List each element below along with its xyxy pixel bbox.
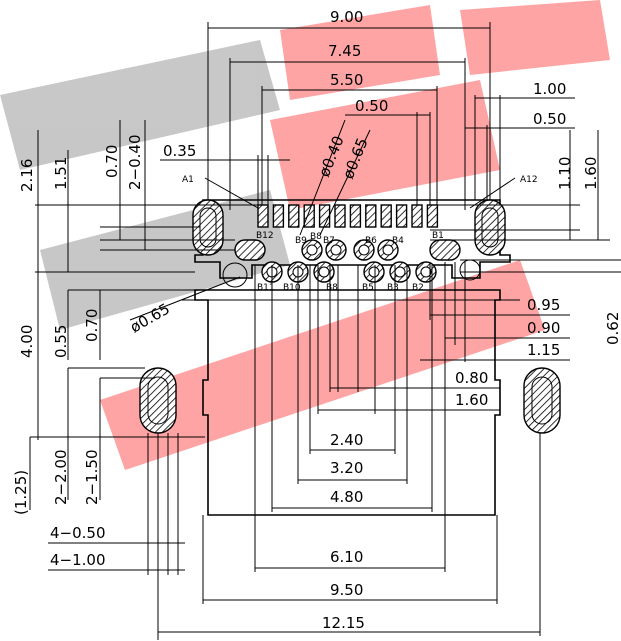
signal-pad: [318, 204, 331, 228]
dim-w115: 1.15: [527, 341, 560, 359]
signal-pad: [303, 204, 315, 228]
dimension-lines: [29, 22, 621, 640]
dim-pitch: 0.50: [355, 97, 388, 115]
signal-pad: [426, 204, 439, 228]
signal-pad-row: [257, 204, 439, 228]
signal-pad: [257, 204, 269, 228]
pin-hole-drill: [318, 266, 330, 278]
signal-pad: [365, 204, 377, 228]
pin-hole-drill: [330, 244, 342, 256]
dim-h070: 0.70: [83, 309, 101, 342]
dim-b610: 6.10: [330, 548, 363, 566]
pin-label-b7: B7: [323, 236, 335, 246]
dim-overall-width: 9.00: [330, 8, 363, 26]
pin-label-a1: A1: [182, 175, 194, 185]
pin-label-b3: B3: [387, 283, 399, 293]
dim-right-1: 1.00: [533, 80, 566, 98]
pin-labels: A1 A12 B12 B9 B8 B7 B6 B4 B1 B11 B10 B8 …: [182, 175, 538, 293]
dim-inner-span: 5.50: [330, 71, 363, 89]
pin-hole-drill: [358, 244, 370, 256]
pin-holes: [261, 239, 437, 283]
dim-b240: 2.40: [330, 431, 363, 449]
dim-w090: 0.90: [527, 319, 560, 337]
dim-b480: 4.80: [330, 488, 363, 506]
dim-w095: 0.95: [527, 296, 560, 314]
pin-hole-drill: [306, 244, 318, 256]
signal-pad: [288, 204, 300, 228]
pin-label-a12: A12: [520, 175, 538, 185]
dim-h125: (1.25): [12, 470, 30, 515]
pin-hole-drill: [394, 266, 406, 278]
watermark-logo: [0, 0, 610, 470]
dim-h400: 4.00: [18, 325, 36, 358]
dim-h055: 0.55: [52, 325, 70, 358]
signal-pad: [349, 204, 362, 228]
pin-label-b11: B11: [257, 283, 275, 293]
dim-pitch-span: 7.45: [328, 42, 361, 60]
pin-label-b4: B4: [392, 236, 404, 246]
signal-pad: [334, 204, 346, 228]
dim-pin-width: 0.35: [163, 142, 196, 160]
pin-label-b1: B1: [432, 231, 444, 241]
pin-label-b10: B10: [283, 283, 301, 293]
dim-b950: 9.50: [330, 581, 363, 599]
dim-h070-top: 0.70: [103, 145, 121, 178]
dim-h2-200: 2−2.00: [52, 449, 70, 505]
pin-label-b8-top: B8: [310, 232, 322, 242]
dim-v062: 0.62: [604, 312, 621, 345]
pin-label-b5: B5: [362, 283, 374, 293]
dim-v160: 1.60: [582, 157, 600, 190]
npth-hole-left: [222, 262, 248, 288]
signal-pad: [395, 204, 408, 228]
dim-b320: 3.20: [330, 459, 363, 477]
pin-hole-drill: [382, 244, 394, 256]
dim-b1215: 12.15: [322, 614, 365, 632]
dim-v110: 1.10: [556, 157, 574, 190]
pin-label-b9: B9: [295, 236, 307, 246]
slot-bottom-right: [523, 367, 561, 434]
dim-h151: 1.51: [52, 157, 70, 190]
pin-hole-drill: [420, 266, 432, 278]
dim-h216: 2.16: [18, 159, 36, 192]
pin-hole-drill: [368, 266, 380, 278]
signal-pad: [380, 204, 392, 228]
dim-w4-100: 4−1.00: [50, 551, 106, 569]
dim-right-2: 0.50: [533, 110, 566, 128]
signal-pad: [411, 204, 423, 228]
dim-h2-150: 2−1.50: [83, 449, 101, 505]
pin-label-b6: B6: [365, 236, 377, 246]
dim-w160: 1.60: [455, 391, 488, 409]
pin-label-b12: B12: [256, 231, 274, 241]
connector-outline: [182, 199, 520, 516]
pin-label-b2: B2: [412, 283, 424, 293]
dim-h2-040: 2−0.40: [126, 134, 144, 190]
pin-label-b8: B8: [326, 283, 338, 293]
dim-w4-050: 4−0.50: [50, 524, 106, 542]
dim-w080: 0.80: [455, 369, 488, 387]
signal-pad: [272, 204, 285, 228]
